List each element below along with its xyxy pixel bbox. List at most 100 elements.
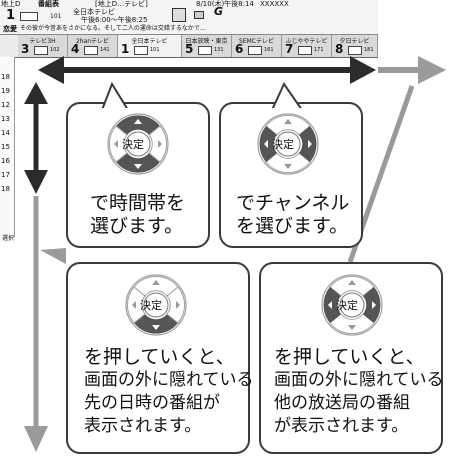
current-channel-sub: 101 [50,13,62,20]
remote-dpad-down [125,274,187,336]
time-label: 17 [1,171,10,179]
time-label: 14 [1,129,10,137]
channel-thumbnail-icon [348,46,362,55]
channel-thumbnail-icon [298,46,312,55]
epg-header: 地上D 番組表 [地上D…テレビ] 8/10(木)午後8:14 XXXXXX 1… [0,0,378,35]
caption-line: を押していくと、 [274,346,425,368]
dpad-up-icon [265,114,311,136]
horizontal-double-arrow [38,56,376,84]
dpad-center-label: 決定 [336,299,358,312]
time-label: 12 [1,101,10,109]
channel-thumbnail-icon [248,46,262,55]
channel-sub: 181 [364,47,374,53]
channel-number: 5 [185,42,194,56]
current-station: 全日本テレビ [73,8,115,16]
channel-sub: 141 [100,47,110,53]
recording-icon [172,8,186,22]
caption-line: で時間帯を [90,192,186,214]
channel-thumbnail-icon [34,46,48,55]
channel-name: ふじややテレビ [285,38,328,45]
current-channel-number: 1 [6,8,16,23]
dpad-up-icon [116,115,160,135]
datetime: 8/10(木)午後8:14 [196,0,254,8]
gray-pointer [40,248,66,264]
channel-number: 8 [335,42,344,56]
dpad-left-icon [259,126,277,162]
select-indicator: 選択 [2,235,15,242]
dpad-center-label: 決定 [272,138,294,151]
gray-down-arrow [24,196,48,452]
channel-sub: 171 [314,47,324,53]
time-band-pointer [100,82,132,112]
dpad-left-icon [323,287,341,323]
channel-thumbnail-icon [20,12,38,21]
dpad-down-icon [134,314,178,334]
scroll-time-caption: を押していくと、 画面の外に隠れている 先の日時の番組が 表示されます。 [84,346,254,438]
scroll-channel-caption: を押していくと、 画面の外に隠れている 他の放送局の番組 が表示されます。 [274,346,444,438]
channel-name: 全日本テレビ [131,38,168,45]
filter-label: [地上D…テレビ] [95,0,148,8]
dpad-left-icon [109,125,128,163]
caption-line: が表示されます。 [274,416,409,436]
channel-sub: 101 [150,47,160,53]
channel-thumbnail-icon [84,46,98,55]
time-band-caption: で時間帯を 選びます。 [90,192,185,238]
channel-number: 6 [235,42,244,56]
remote-dpad-sides [321,274,383,336]
caption-line: 選びます。 [90,215,184,237]
dpad-left-icon [127,286,146,324]
time-label: 18 [1,185,10,193]
caption-line: 画面の外に隠れている [84,370,254,390]
time-label: 16 [1,157,10,165]
time-label: 19 [1,87,10,95]
dpad-right-icon [299,126,317,162]
current-program-time: 午後6:00～午後8:25 [81,16,148,24]
dpad-right-icon [148,125,167,163]
time-label: 15 [1,143,10,151]
channel-sub: 102 [50,47,60,53]
guide-title: 番組表 [38,0,59,8]
dpad-down-icon [116,153,160,173]
channel-number: 4 [71,42,80,56]
channel-caption: でチャンネル を選びます。 [236,192,349,238]
info-icon [194,11,204,19]
channel-number: 3 [21,42,30,56]
channel-sub: 131 [214,47,224,53]
time-label: 18 [1,73,10,81]
vertical-double-arrow [24,82,48,194]
channel-name: 2hanテレビ [75,38,110,45]
dpad-up-icon [329,275,375,297]
channel-thumbnail-icon [198,46,212,55]
remote-dpad-updown [107,113,169,175]
gray-right-arrow [378,56,446,84]
channel-name: SEMCテレビ [239,38,274,45]
caption-line: を押していくと、 [84,346,235,368]
caption-line: を選びます。 [236,215,349,237]
channel-sub: 161 [264,47,274,53]
channel-thumbnail-icon [134,46,148,55]
caption-line: 先の日時の番組が [84,393,220,413]
channel-name: 日本放映・東京 [185,38,228,45]
dpad-down-icon [265,152,311,174]
source-label: 地上D [1,0,21,8]
time-axis: 選択 18 19 12 13 14 15 16 17 18 [0,57,15,242]
channel-number: 1 [121,42,130,56]
time-label: 13 [1,115,10,123]
caption-line: 表示されます。 [84,416,202,436]
dpad-down-icon [329,313,375,335]
status-text: XXXXXX [260,0,289,8]
caption-line: 画面の外に隠れている [274,370,444,390]
channel-name: テレビ3H [29,38,56,45]
channel-number: 7 [285,42,294,56]
caption-line: でチャンネル [236,192,350,214]
dpad-center-label: 決定 [122,138,144,151]
channel-name: 夕日テレビ [339,38,370,45]
